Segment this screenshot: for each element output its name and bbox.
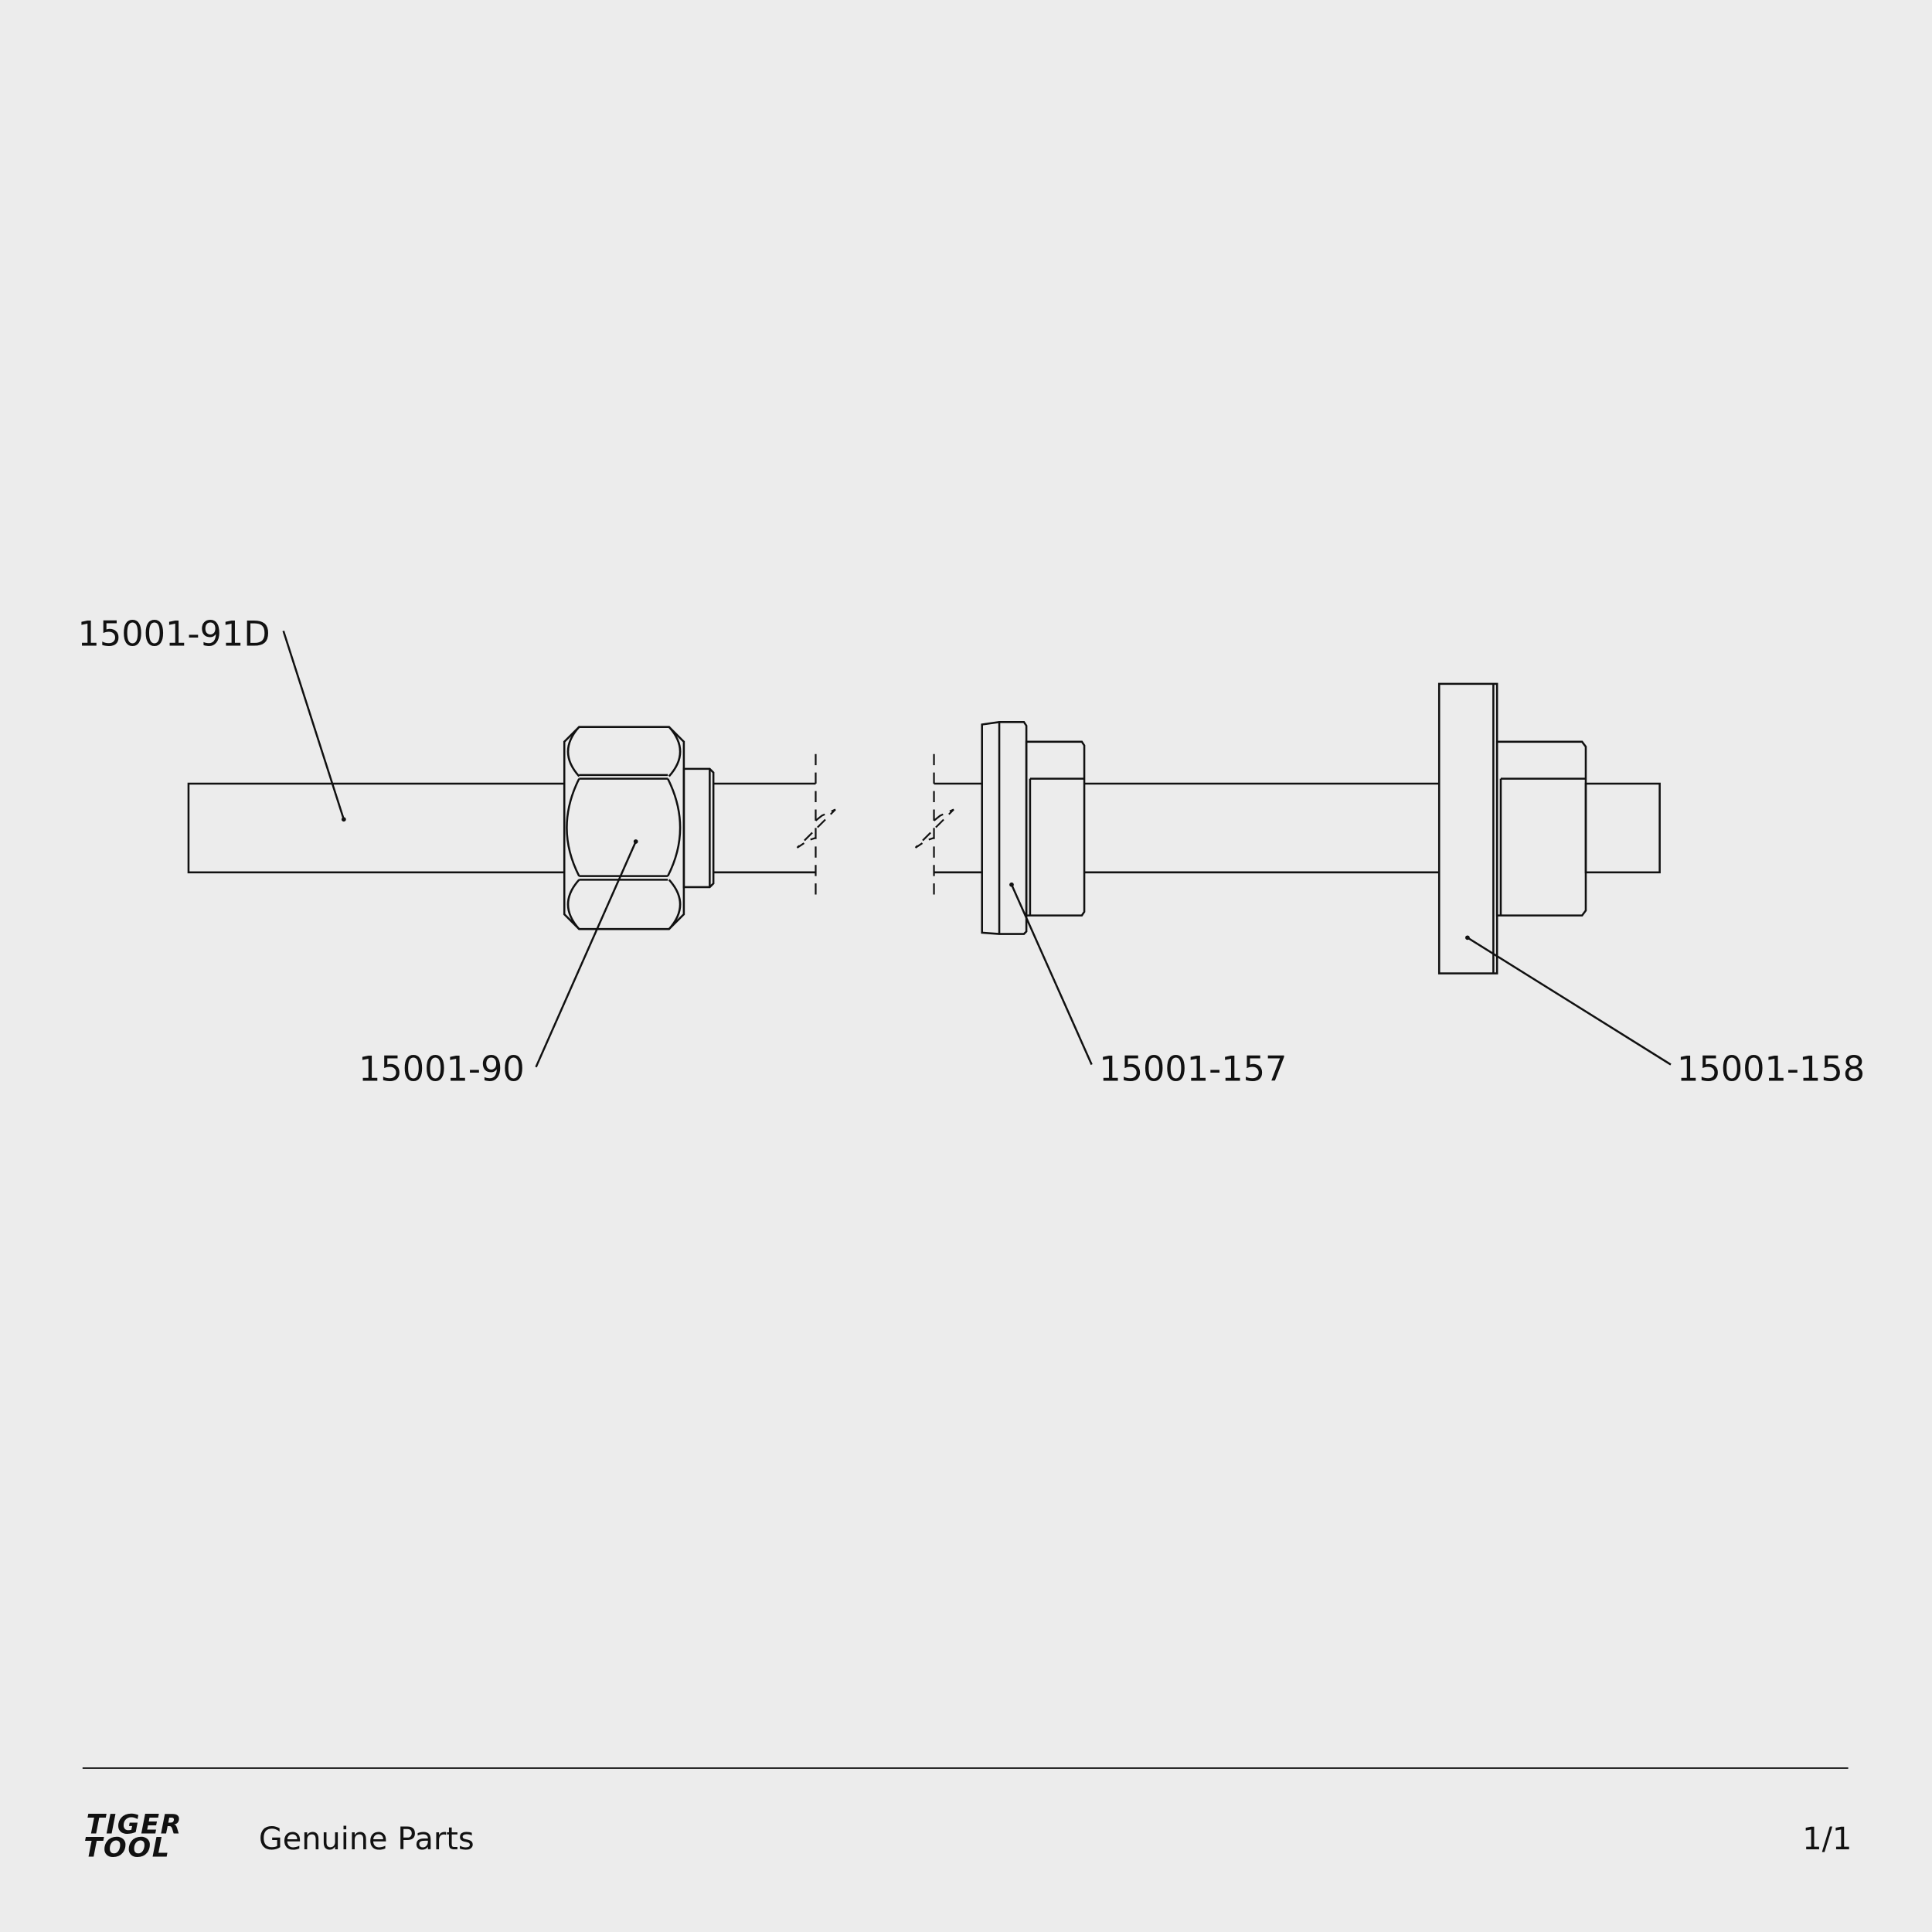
part-15001-158 <box>1437 682 1587 975</box>
break-symbol-left <box>796 753 836 903</box>
part-label-15001-157: 15001-157 <box>1099 1049 1287 1089</box>
svg-text:TOOL: TOOL <box>83 1832 170 1864</box>
part-15001-157 <box>981 721 1086 935</box>
rod-end <box>1584 782 1661 874</box>
part-label-15001-158: 15001-158 <box>1677 1049 1865 1089</box>
page-number: 1/1 <box>1802 1821 1852 1857</box>
rod-left-segment <box>187 782 566 874</box>
leader-lines <box>282 630 1672 1068</box>
part-label-15001-91D: 15001-91D <box>77 614 270 654</box>
hex-nut <box>563 726 685 930</box>
footer-tagline: Genuine Parts <box>259 1821 474 1857</box>
svg-text:TIGER: TIGER <box>87 1808 183 1840</box>
part-label-15001-90: 15001-90 <box>359 1049 525 1089</box>
tiger-tool-logo: TIGER TOOL <box>83 1808 183 1864</box>
break-symbol-right <box>914 753 954 903</box>
